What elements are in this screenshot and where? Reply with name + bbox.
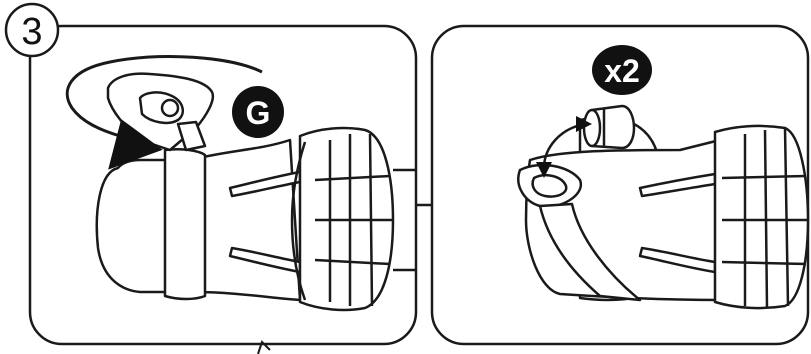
left-panel: G xyxy=(30,26,416,344)
part-badge-label: G xyxy=(246,95,271,131)
connector-icon xyxy=(584,106,634,148)
step-number-badge: 3 xyxy=(6,4,58,56)
count-badge-label: x2 xyxy=(604,53,640,89)
count-badge: x2 xyxy=(592,45,652,95)
part-badge: G xyxy=(232,86,284,138)
right-panel: x2 xyxy=(432,26,808,344)
step-number-label: 3 xyxy=(21,11,42,53)
